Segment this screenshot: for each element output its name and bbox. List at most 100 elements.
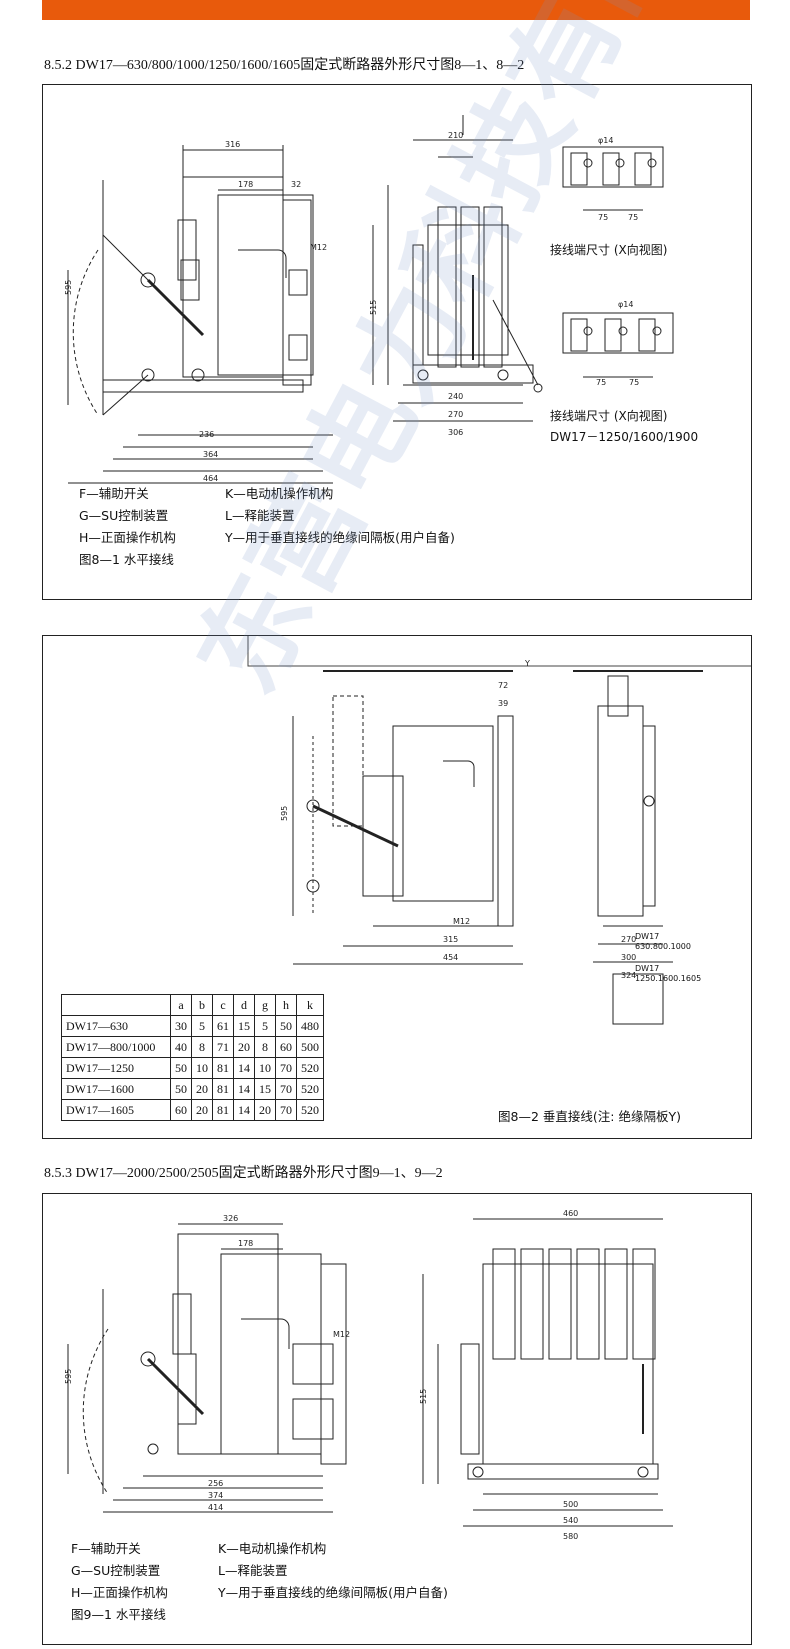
- dim-m12: M12: [310, 243, 327, 252]
- table-cell: DW17—630: [61, 1015, 171, 1037]
- table-header-cell: b: [191, 994, 213, 1016]
- note-dw17-b-models: 1250.1600.1605: [635, 974, 702, 983]
- table-row: DW17—1605 60 20 81 14 20 70 520: [61, 1099, 324, 1121]
- dim-595: 595: [64, 280, 73, 295]
- legend-h-b: H—正面操作机构: [71, 1585, 168, 1600]
- table-cell: 15: [254, 1078, 276, 1100]
- section-heading-8-5-2: 8.5.2 DW17—630/800/1000/1250/1600/1605固定…: [44, 58, 525, 73]
- note-dw17-b: DW17: [635, 964, 660, 973]
- table-cell: 50: [170, 1057, 192, 1079]
- table-row: DW17—800/1000 40 8 71 20 8 60 500: [61, 1036, 324, 1058]
- table-cell: 60: [275, 1036, 297, 1058]
- dim-324-v: 324: [621, 971, 636, 980]
- table-cell: DW17—1600: [61, 1078, 171, 1100]
- table-cell: 60: [170, 1099, 192, 1121]
- table-cell: 520: [296, 1099, 324, 1121]
- dim-316: 316: [225, 140, 240, 149]
- legend-l-b: L—释能装置: [218, 1563, 288, 1578]
- dim-75d: 75: [629, 378, 639, 387]
- table-cell: 70: [275, 1099, 297, 1121]
- dim-256: 256: [208, 1479, 223, 1488]
- table-cell: 20: [233, 1036, 255, 1058]
- table-row: DW17—630 30 5 61 15 5 50 480: [61, 1015, 324, 1037]
- dim-326: 326: [223, 1214, 238, 1223]
- table-cell: 8: [254, 1036, 276, 1058]
- dim-580: 580: [563, 1532, 578, 1541]
- table-cell: 520: [296, 1057, 324, 1079]
- dim-y: Y: [524, 659, 530, 668]
- table-cell: 14: [233, 1099, 255, 1121]
- table-row: DW17—1250 50 10 81 14 10 70 520: [61, 1057, 324, 1079]
- figure-9-1-caption: 图9—1 水平接线: [71, 1607, 166, 1622]
- dim-m12-v: M12: [453, 917, 470, 926]
- table-cell: 500: [296, 1036, 324, 1058]
- note-dw17-a-models: 630.800.1000: [635, 942, 691, 951]
- dim-315: 315: [443, 935, 458, 944]
- dim-32: 32: [291, 180, 301, 189]
- dim-515: 515: [369, 300, 378, 315]
- legend-y-b: Y—用于垂直接线的绝缘间隔板(用户自备): [218, 1585, 448, 1600]
- table-cell: 81: [212, 1099, 234, 1121]
- table-row: DW17—1600 50 20 81 14 15 70 520: [61, 1078, 324, 1100]
- figure-9-1-drawing: 326 178 595 256 374 414 M12 460 500 540 …: [64, 1209, 673, 1541]
- table-cell: 61: [212, 1015, 234, 1037]
- table-cell: 14: [233, 1057, 255, 1079]
- table-cell: 10: [191, 1057, 213, 1079]
- table-cell: DW17—1250: [61, 1057, 171, 1079]
- table-header-cell: g: [254, 994, 276, 1016]
- dim-240: 240: [448, 392, 463, 401]
- dim-39: 39: [498, 699, 508, 708]
- table-header-cell: d: [233, 994, 255, 1016]
- dim-75b: 75: [628, 213, 638, 222]
- legend-f-b: F—辅助开关: [71, 1541, 141, 1556]
- table-cell: 70: [275, 1057, 297, 1079]
- figure-8-2-caption: 图8—2 垂直接线(注: 绝缘隔板Y): [498, 1109, 681, 1124]
- table-cell: 30: [170, 1015, 192, 1037]
- dim-75c: 75: [596, 378, 606, 387]
- table-header-row: a b c d g h k: [61, 994, 324, 1016]
- dim-75a: 75: [598, 213, 608, 222]
- figure-8-2-drawing: 72 39 595 315 454 M12 Y 270 300 324: [247, 636, 751, 1025]
- table-cell: 70: [275, 1078, 297, 1100]
- table-header-cell: c: [212, 994, 234, 1016]
- dim-178-b: 178: [238, 1239, 253, 1248]
- terminal-caption-1: 接线端尺寸 (X向视图): [550, 243, 668, 257]
- dim-374: 374: [208, 1491, 223, 1500]
- figure-8-1-caption: 图8—1 水平接线: [79, 552, 174, 567]
- spec-table: a b c d g h k DW17—630 30 5 61 15 5 50 4…: [61, 994, 324, 1121]
- legend-y: Y—用于垂直接线的绝缘间隔板(用户自备): [225, 530, 455, 545]
- dim-300-v: 300: [621, 953, 636, 962]
- dim-270: 270: [448, 410, 463, 419]
- legend-k-b: K—电动机操作机构: [218, 1541, 327, 1556]
- dim-595-b: 595: [64, 1369, 73, 1384]
- dim-540: 540: [563, 1516, 578, 1525]
- table-cell: 14: [233, 1078, 255, 1100]
- dim-178: 178: [238, 180, 253, 189]
- figure-8-1-panel: 316 178 32 595 236 364 464 210 240 270 3…: [42, 84, 752, 600]
- table-cell: 81: [212, 1057, 234, 1079]
- table-header-cell: a: [170, 994, 192, 1016]
- legend-g: G—SU控制装置: [79, 508, 169, 523]
- dim-m12-b: M12: [333, 1330, 350, 1339]
- table-cell: 20: [191, 1078, 213, 1100]
- table-header-cell: [61, 994, 171, 1016]
- table-header-cell: h: [275, 994, 297, 1016]
- table-cell: 71: [212, 1036, 234, 1058]
- table-cell: 20: [254, 1099, 276, 1121]
- legend-l: L—释能装置: [225, 508, 295, 523]
- dim-phi14: φ14: [598, 136, 613, 145]
- dim-72: 72: [498, 681, 508, 690]
- dim-460: 460: [563, 1209, 578, 1218]
- table-cell: 50: [170, 1078, 192, 1100]
- dim-306: 306: [448, 428, 463, 437]
- legend-f: F—辅助开关: [79, 486, 149, 501]
- table-cell: 8: [191, 1036, 213, 1058]
- table-cell: 81: [212, 1078, 234, 1100]
- figure-8-1-drawing: 316 178 32 595 236 364 464 210 240 270 3…: [64, 115, 674, 484]
- dim-414: 414: [208, 1503, 223, 1512]
- dim-phi14b: φ14: [618, 300, 633, 309]
- dim-454: 454: [443, 953, 458, 962]
- table-cell: 20: [191, 1099, 213, 1121]
- table-cell: DW17—1605: [61, 1099, 171, 1121]
- dim-595-v: 595: [280, 806, 289, 821]
